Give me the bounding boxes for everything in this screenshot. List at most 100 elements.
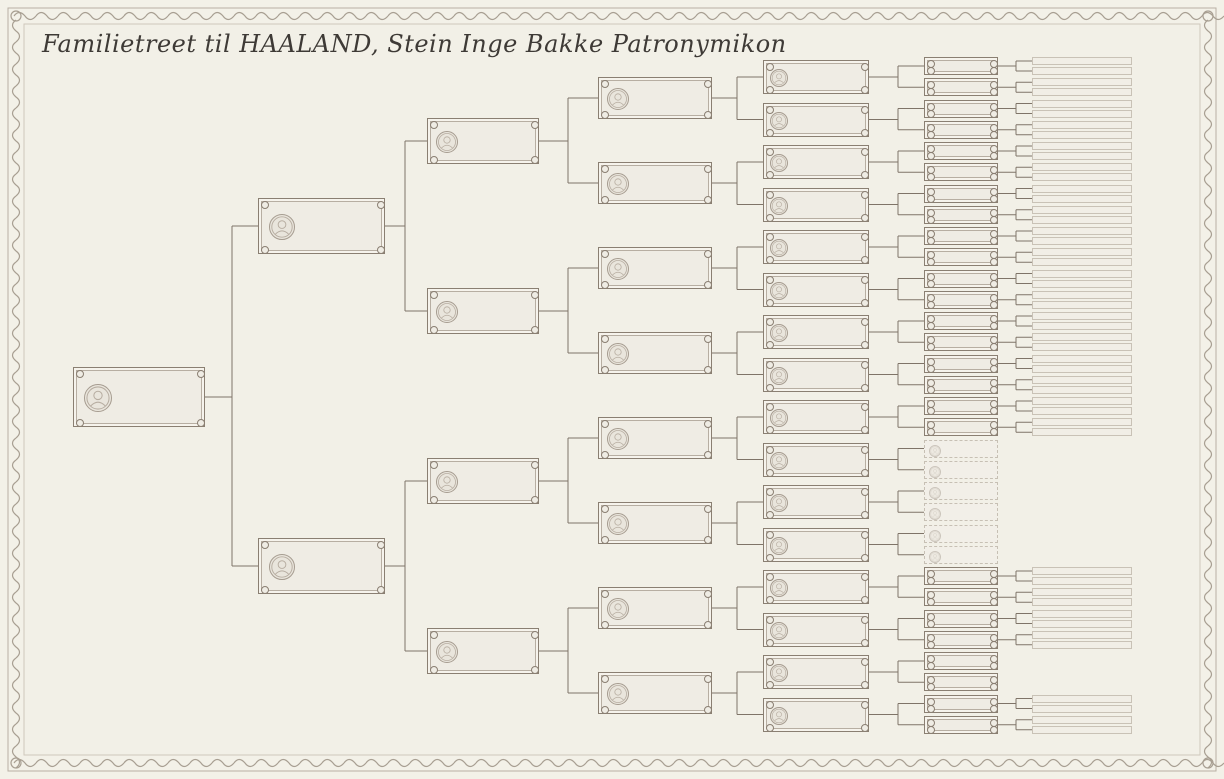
person-card[interactable] [924, 588, 998, 607]
add-father-button[interactable] [1032, 227, 1132, 235]
add-mother-button[interactable] [1032, 640, 1132, 649]
person-card[interactable] [924, 567, 998, 585]
person-card[interactable] [427, 118, 539, 164]
add-mother-button[interactable] [924, 460, 998, 479]
person-card[interactable] [924, 57, 998, 75]
add-father-button[interactable] [1032, 99, 1132, 108]
person-card[interactable] [924, 375, 998, 394]
person-card[interactable] [763, 60, 869, 94]
add-father-button[interactable] [1032, 609, 1132, 618]
person-card[interactable] [258, 198, 385, 254]
add-father-button[interactable] [1032, 312, 1132, 320]
person-card[interactable] [924, 99, 998, 118]
add-father-button[interactable] [1032, 205, 1132, 214]
add-mother-button[interactable] [1032, 598, 1132, 607]
add-mother-button[interactable] [1032, 215, 1132, 224]
add-father-button[interactable] [1032, 163, 1132, 172]
add-father-button[interactable] [924, 524, 998, 543]
person-card[interactable] [763, 697, 869, 732]
person-card[interactable] [763, 187, 869, 222]
person-card[interactable] [924, 397, 998, 415]
add-mother-button[interactable] [1032, 364, 1132, 373]
person-card[interactable] [598, 77, 712, 119]
person-card[interactable] [763, 315, 869, 349]
person-card[interactable] [763, 145, 869, 179]
add-mother-button[interactable] [1032, 237, 1132, 245]
person-card[interactable] [924, 609, 998, 628]
person-card[interactable] [924, 630, 998, 649]
person-card[interactable] [924, 312, 998, 330]
person-card[interactable] [598, 162, 712, 204]
add-mother-button[interactable] [1032, 109, 1132, 118]
person-card[interactable] [763, 442, 869, 477]
person-card[interactable] [924, 354, 998, 373]
add-mother-button[interactable] [1032, 428, 1132, 437]
person-card[interactable] [763, 485, 869, 519]
person-card[interactable] [763, 357, 869, 392]
person-card[interactable] [763, 570, 869, 604]
add-father-button[interactable] [1032, 290, 1132, 299]
person-card[interactable] [763, 527, 869, 562]
person-card[interactable] [598, 417, 712, 459]
add-father-button[interactable] [1032, 120, 1132, 129]
add-mother-button[interactable] [1032, 725, 1132, 734]
add-mother-button[interactable] [1032, 67, 1132, 75]
add-father-button[interactable] [1032, 397, 1132, 405]
add-mother-button[interactable] [1032, 619, 1132, 628]
add-mother-button[interactable] [1032, 407, 1132, 415]
add-mother-button[interactable] [1032, 343, 1132, 352]
person-card[interactable] [924, 184, 998, 203]
add-father-button[interactable] [1032, 567, 1132, 575]
add-father-button[interactable] [1032, 269, 1132, 278]
add-father-button[interactable] [1032, 354, 1132, 363]
person-card[interactable] [924, 333, 998, 352]
add-mother-button[interactable] [1032, 130, 1132, 139]
person-card[interactable] [924, 715, 998, 734]
person-card[interactable] [427, 628, 539, 674]
person-card[interactable] [427, 458, 539, 504]
person-card[interactable] [598, 672, 712, 714]
person-card[interactable] [924, 78, 998, 97]
add-father-button[interactable] [924, 439, 998, 458]
add-father-button[interactable] [1032, 78, 1132, 87]
person-card[interactable] [924, 269, 998, 288]
person-card[interactable] [73, 367, 205, 427]
person-card[interactable] [924, 227, 998, 245]
add-father-button[interactable] [1032, 715, 1132, 724]
add-father-button[interactable] [1032, 57, 1132, 65]
person-card[interactable] [598, 587, 712, 629]
person-card[interactable] [763, 655, 869, 689]
person-card[interactable] [924, 163, 998, 182]
add-father-button[interactable] [1032, 184, 1132, 193]
person-card[interactable] [598, 502, 712, 544]
person-card[interactable] [924, 418, 998, 437]
add-father-button[interactable] [1032, 418, 1132, 427]
add-father-button[interactable] [1032, 142, 1132, 150]
add-mother-button[interactable] [1032, 279, 1132, 288]
person-card[interactable] [427, 288, 539, 334]
person-card[interactable] [763, 400, 869, 434]
person-card[interactable] [924, 694, 998, 713]
person-card[interactable] [598, 247, 712, 289]
add-mother-button[interactable] [1032, 152, 1132, 160]
add-mother-button[interactable] [1032, 577, 1132, 585]
add-mother-button[interactable] [924, 545, 998, 564]
person-card[interactable] [924, 205, 998, 224]
person-card[interactable] [763, 102, 869, 137]
person-card[interactable] [924, 673, 998, 692]
add-mother-button[interactable] [1032, 258, 1132, 267]
add-mother-button[interactable] [1032, 385, 1132, 394]
person-card[interactable] [763, 612, 869, 647]
person-card[interactable] [763, 230, 869, 264]
add-father-button[interactable] [1032, 333, 1132, 342]
person-card[interactable] [924, 248, 998, 267]
person-card[interactable] [598, 332, 712, 374]
person-card[interactable] [924, 120, 998, 139]
add-mother-button[interactable] [1032, 173, 1132, 182]
add-mother-button[interactable] [1032, 704, 1132, 713]
add-father-button[interactable] [1032, 630, 1132, 639]
person-card[interactable] [258, 538, 385, 594]
add-father-button[interactable] [1032, 588, 1132, 597]
person-card[interactable] [924, 290, 998, 309]
add-mother-button[interactable] [1032, 88, 1132, 97]
